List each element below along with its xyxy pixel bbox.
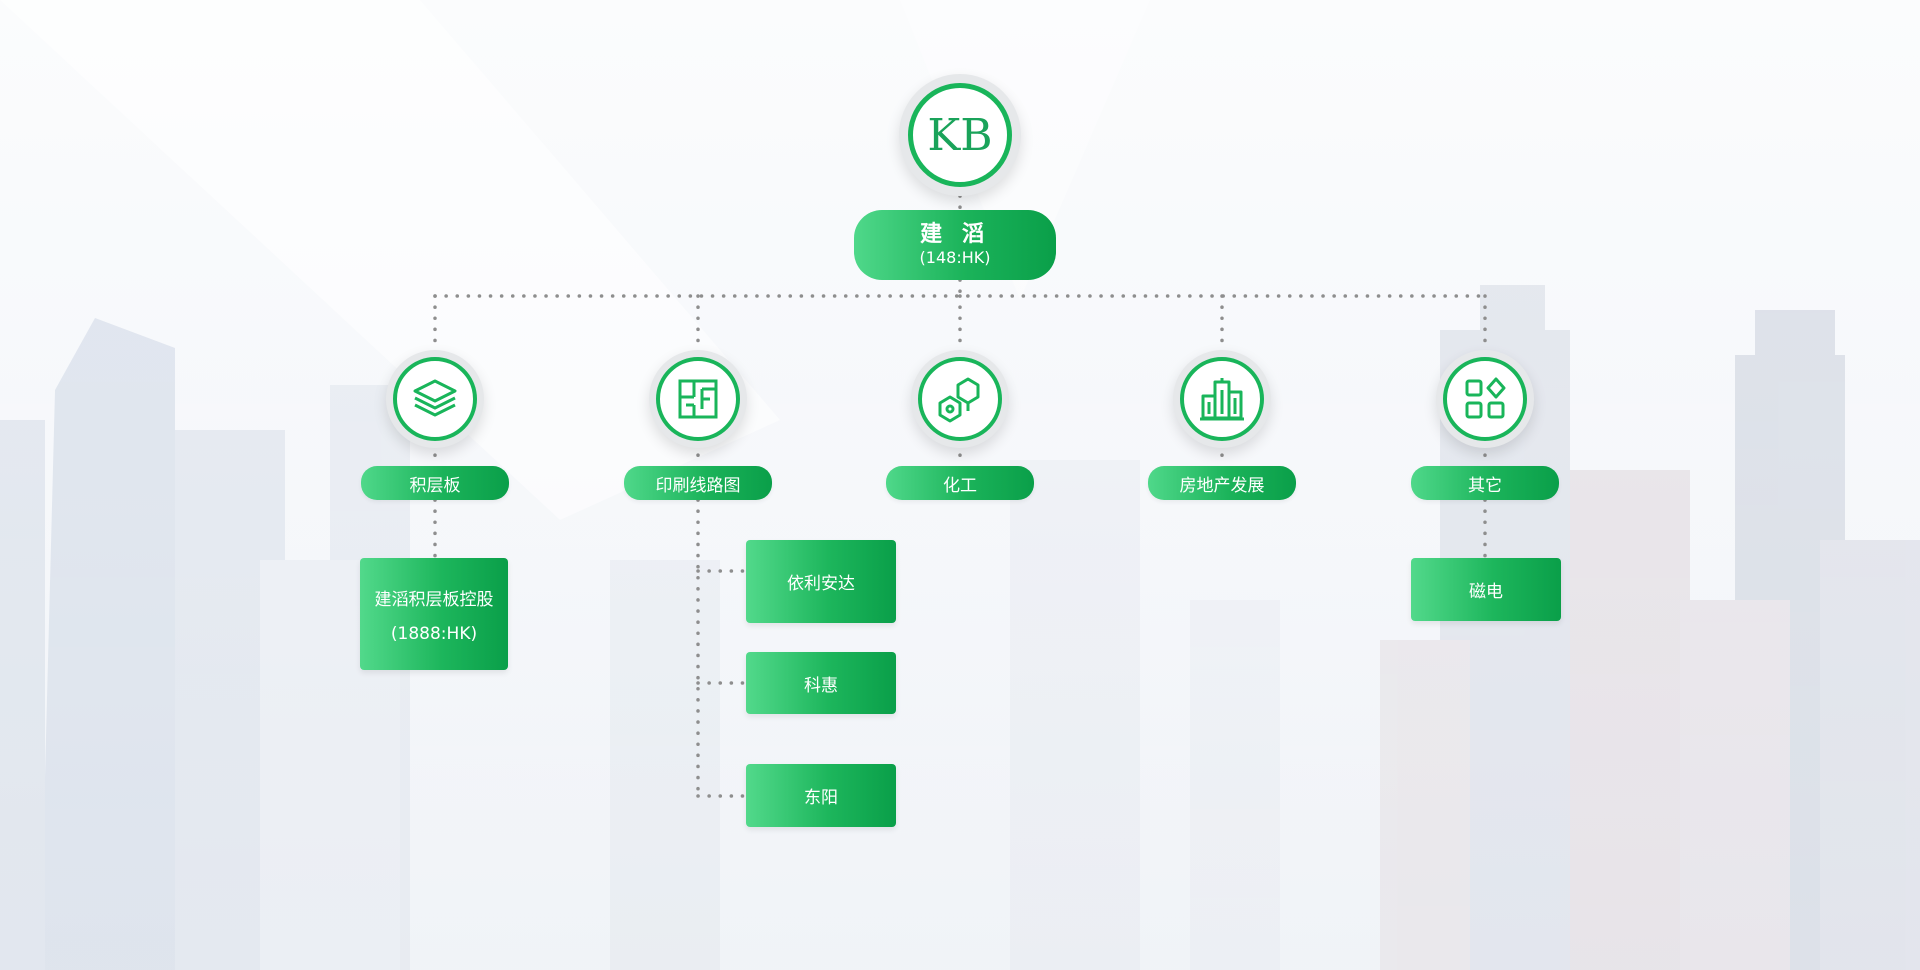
subsidiary-name: 磁电 [1469, 582, 1503, 602]
subsidiary-name: 东阳 [804, 788, 838, 808]
subsidiary-name: 建滔积层板控股 [374, 589, 494, 610]
division-label: 积层板 [409, 475, 461, 496]
layers-icon [413, 379, 457, 417]
subsidiary-stock-code: (1888:HK) [390, 623, 478, 644]
subsidiary-box-laminates-holdings[interactable]: 建滔积层板控股 (1888:HK) [360, 558, 508, 670]
division-label: 化工 [943, 475, 977, 496]
buildings-icon [1200, 378, 1244, 421]
grid-shapes-icon [1465, 377, 1506, 419]
subsidiary-box-pcb-3[interactable]: 东阳 [746, 764, 896, 827]
division-label: 其它 [1468, 475, 1502, 496]
division-icon-property [1173, 350, 1271, 448]
division-label: 印刷线路图 [655, 475, 741, 496]
division-icon-laminates [386, 350, 484, 448]
subsidiary-box-pcb-2[interactable]: 科惠 [746, 652, 896, 714]
subsidiary-name: 科惠 [804, 675, 838, 696]
division-icon-pcb [649, 350, 747, 448]
division-pill-others[interactable]: 其它 [1411, 466, 1559, 500]
division-label: 房地产发展 [1179, 475, 1265, 496]
logo-text: KB [927, 109, 993, 161]
division-pill-property[interactable]: 房地产发展 [1148, 466, 1296, 500]
root-company-name: 建 滔 [920, 222, 990, 247]
root-company-pill[interactable]: 建 滔 (148:HK) [854, 210, 1056, 280]
subsidiary-box-pcb-1[interactable]: 依利安达 [746, 540, 896, 623]
subsidiary-name: 依利安达 [787, 574, 855, 594]
division-icon-others [1436, 350, 1534, 448]
subsidiary-box-others-1[interactable]: 磁电 [1411, 558, 1561, 621]
kb-logo: KB [899, 74, 1021, 196]
division-pill-laminates[interactable]: 积层板 [361, 466, 509, 500]
division-pill-pcb[interactable]: 印刷线路图 [624, 466, 772, 500]
circuit-board-icon [678, 379, 718, 419]
root-stock-code: (148:HK) [919, 248, 991, 267]
molecule-icon [938, 377, 980, 423]
division-pill-chemical[interactable]: 化工 [886, 466, 1034, 500]
division-icon-chemical [911, 350, 1009, 448]
